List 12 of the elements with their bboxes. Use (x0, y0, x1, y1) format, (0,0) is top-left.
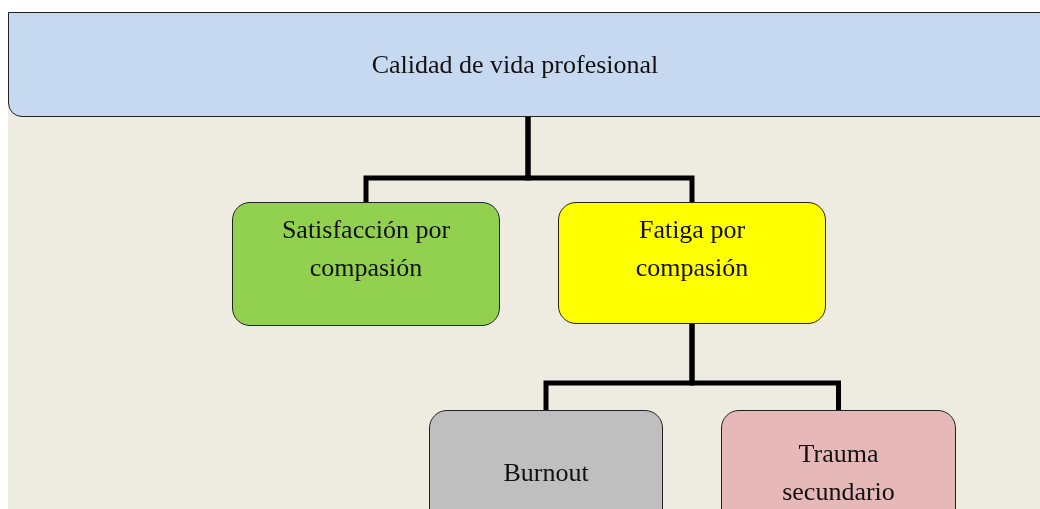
process-box (232, 202, 500, 326)
node-label: Fatiga por compasión (634, 214, 750, 284)
process-box (721, 410, 956, 509)
header-box (8, 12, 1040, 117)
process-box (558, 202, 826, 324)
node-label: Burnout (503, 456, 589, 489)
process-box (429, 410, 663, 509)
node-label: Calidad de vida profesional (371, 48, 659, 81)
node-label: Satisfacción por compasión (280, 214, 452, 284)
connector-line (689, 324, 841, 410)
connector-line (525, 117, 695, 202)
node-label: Trauma secundario (781, 437, 896, 508)
